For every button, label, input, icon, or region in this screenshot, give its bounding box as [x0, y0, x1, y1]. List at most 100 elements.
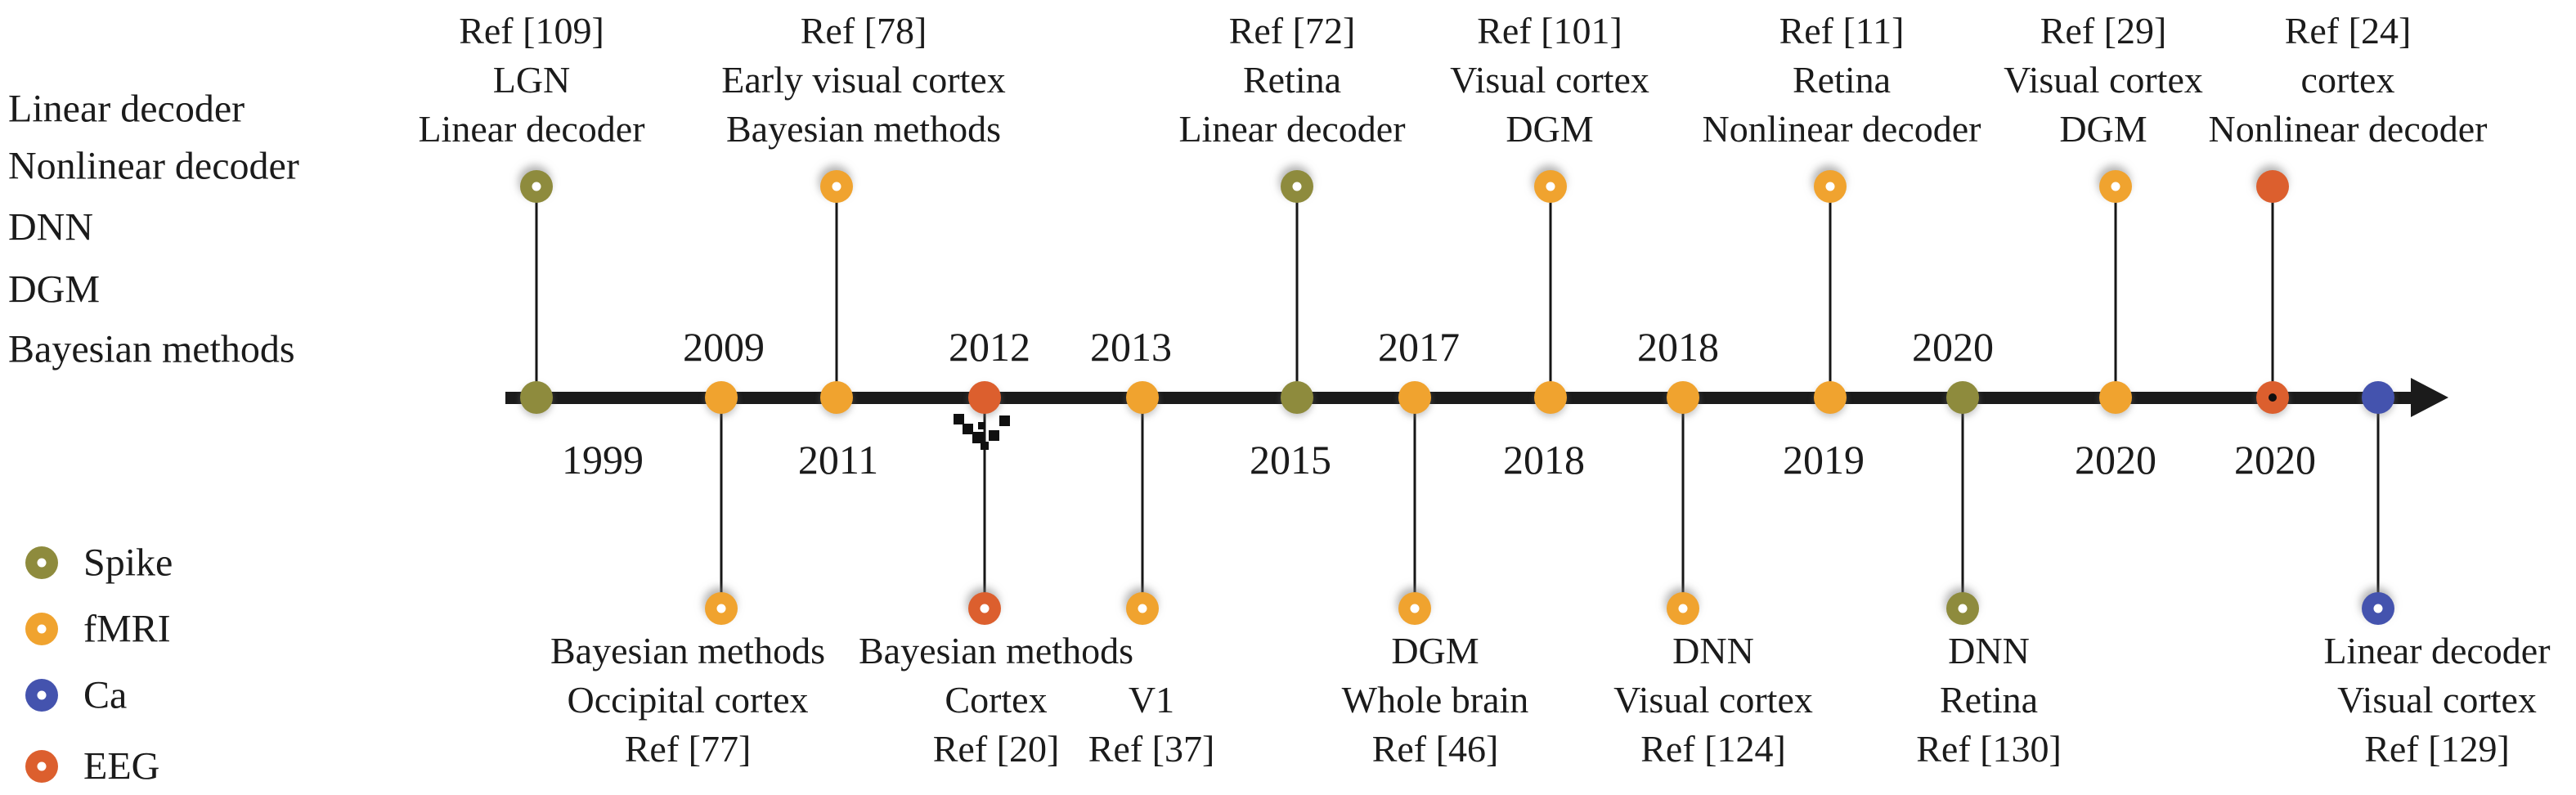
legend-dot-center — [37, 690, 47, 700]
event-axis-dot — [968, 381, 1001, 414]
axis-arrowhead-icon — [2411, 378, 2448, 417]
event-connector — [835, 200, 838, 398]
legend-eeg-dot-icon — [25, 750, 58, 783]
event-description-line: Bayesian methods — [859, 630, 1133, 671]
terminal-dot-center — [532, 182, 541, 191]
event-terminal-dot — [1946, 592, 1979, 625]
event-description-line: DGM — [1391, 630, 1479, 671]
event-terminal-dot — [1398, 592, 1431, 625]
event-terminal-dot — [520, 170, 553, 203]
axis-dot-center — [2269, 393, 2277, 402]
event-year-label: 2020 — [2234, 437, 2316, 483]
event-axis-dot — [1126, 381, 1159, 414]
event-connector — [1829, 200, 1832, 398]
event-axis-dot — [1398, 381, 1431, 414]
event-connector — [2114, 200, 2117, 398]
event-axis-dot — [1281, 381, 1313, 414]
event-terminal-dot — [2099, 170, 2132, 203]
event-connector — [1681, 398, 1685, 597]
event-description-line: Ref [130] — [1916, 728, 2062, 770]
event-description-line: DNN — [1948, 630, 2030, 671]
event-connector — [1549, 200, 1552, 398]
event-description-line: Linear decoder — [418, 108, 645, 150]
terminal-dot-center — [1546, 182, 1555, 191]
terminal-dot-center — [1410, 604, 1420, 613]
legend-dot-center — [37, 624, 47, 634]
event-description-line: Early visual cortex — [721, 59, 1006, 101]
terminal-dot-center — [2111, 182, 2120, 191]
event-description-line: Ref [77] — [624, 728, 752, 770]
event-terminal-dot — [2362, 592, 2394, 625]
event-description-line: Visual cortex — [2004, 59, 2203, 101]
event-terminal-dot — [820, 170, 853, 203]
event-connector — [720, 398, 723, 597]
method-list-item: DGM — [8, 267, 101, 312]
method-list-item: Linear decoder — [8, 87, 245, 131]
event-description-line: Ref [129] — [2364, 728, 2510, 770]
event-axis-dot — [2099, 381, 2132, 414]
method-list-item: DNN — [8, 205, 93, 249]
event-description-line: Ref [124] — [1640, 728, 1786, 770]
legend-dot-center — [37, 761, 47, 771]
event-description-line: Ref [78] — [800, 10, 927, 52]
event-axis-dot — [1534, 381, 1567, 414]
terminal-dot-center — [2373, 604, 2383, 613]
event-description-line: Ref [109] — [459, 10, 604, 52]
event-axis-dot — [520, 381, 553, 414]
event-description-line: Ref [37] — [1088, 728, 1215, 770]
event-description-line: Retina — [1792, 59, 1892, 101]
event-terminal-dot — [1667, 592, 1699, 625]
legend-label: Ca — [83, 673, 128, 717]
event-axis-dot — [1814, 381, 1847, 414]
event-year-label: 1999 — [562, 437, 644, 483]
event-description-line: Ref [46] — [1371, 728, 1499, 770]
event-description-line: Occipital cortex — [567, 679, 809, 721]
event-description-line: Visual cortex — [2337, 679, 2537, 721]
terminal-dot-center — [1138, 604, 1147, 613]
event-connector — [1295, 200, 1299, 398]
terminal-dot-center — [1678, 604, 1688, 613]
event-connector — [1961, 398, 1964, 597]
event-axis-dot — [2362, 381, 2394, 414]
event-description-line: Ref [24] — [2284, 10, 2412, 52]
event-description-line: Retina — [1242, 59, 1342, 101]
terminal-dot-center — [1958, 604, 1968, 613]
method-list-item: Nonlinear decoder — [8, 144, 299, 188]
event-connector — [535, 200, 538, 398]
event-description-line: Retina — [1939, 679, 2039, 721]
terminal-dot-center — [980, 604, 990, 613]
legend-label: Spike — [83, 541, 173, 585]
event-connector — [1141, 398, 1144, 597]
event-terminal-dot — [1534, 170, 1567, 203]
event-year-label: 2020 — [1912, 324, 1994, 370]
legend-label: fMRI — [83, 607, 171, 651]
event-description-line: Cortex — [945, 679, 1048, 721]
event-description-line: Ref [72] — [1228, 10, 1356, 52]
event-description-line: Bayesian methods — [550, 630, 825, 671]
event-description-line: Ref [29] — [2040, 10, 2167, 52]
event-description-line: V1 — [1128, 679, 1175, 721]
event-axis-dot — [2256, 381, 2289, 414]
event-description-line: Linear decoder — [1178, 108, 1406, 150]
event-connector — [1413, 398, 1416, 597]
event-description-line: Linear decoder — [2323, 630, 2551, 671]
legend-label: EEG — [83, 744, 160, 788]
legend-fmri-dot-icon — [25, 613, 58, 645]
terminal-dot-center — [716, 604, 726, 613]
cursor-glitch-icon — [954, 404, 1016, 457]
event-year-label: 2011 — [797, 437, 879, 483]
event-description-line: Nonlinear decoder — [2208, 108, 2488, 150]
event-year-label: 2020 — [2075, 437, 2156, 483]
event-description-line: Visual cortex — [1450, 59, 1649, 101]
legend-spike-dot-icon — [25, 546, 58, 579]
event-year-label: 2012 — [949, 324, 1030, 370]
